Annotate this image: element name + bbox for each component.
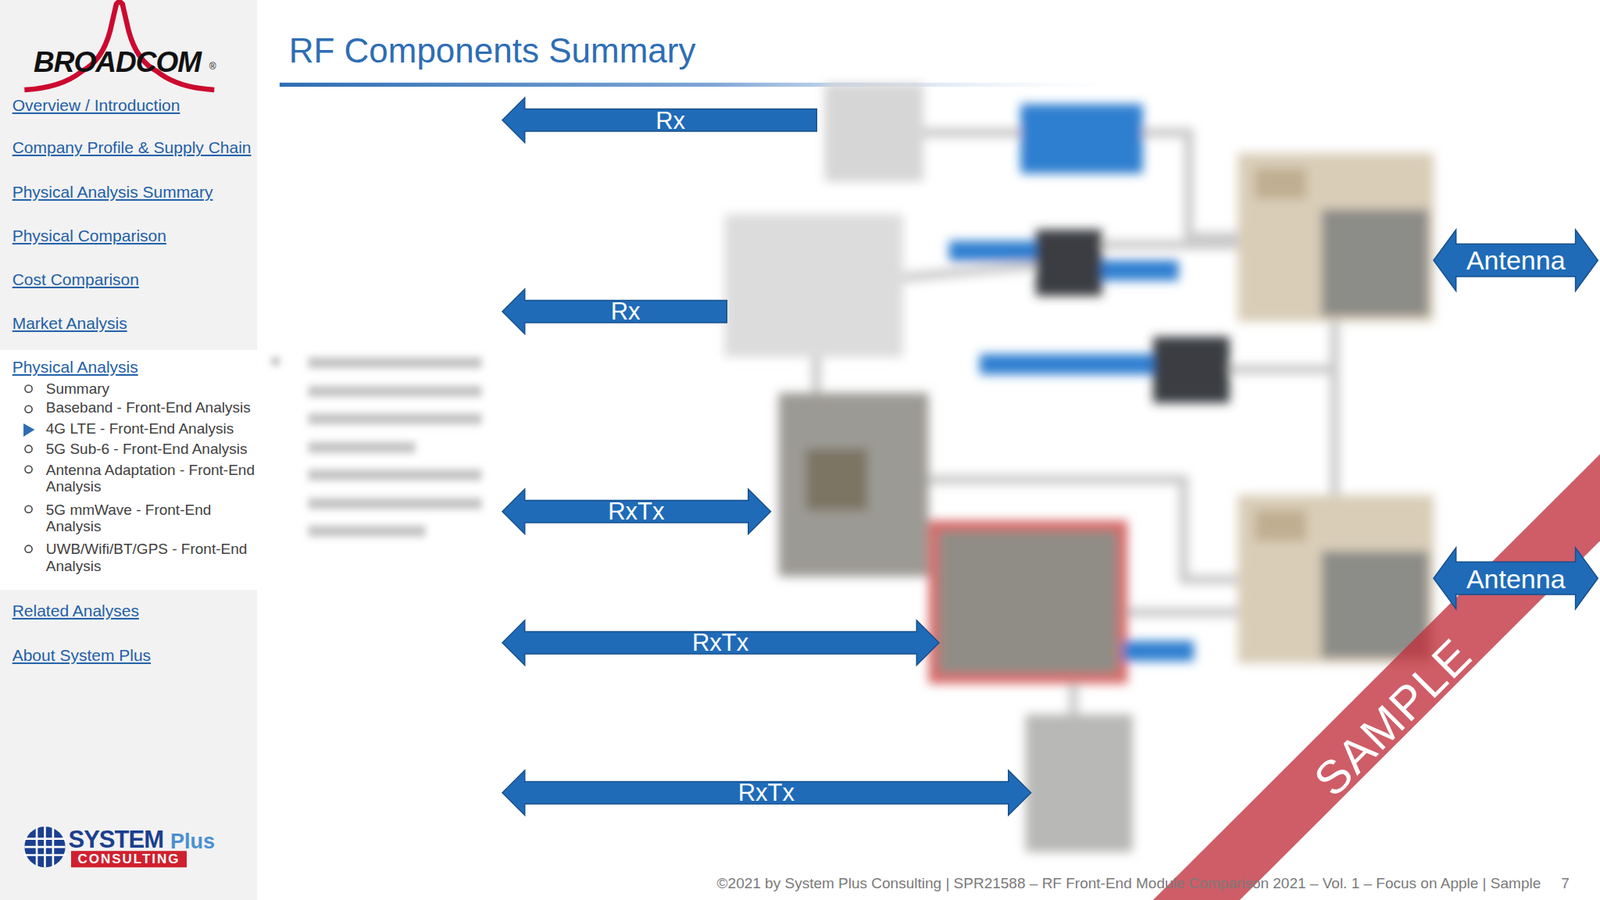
sidebar-panel <box>0 0 258 900</box>
nav-link: Physical Analysis <box>12 357 139 377</box>
footer-note: ©2021 by System Plus Consulting | SPR215… <box>717 875 1542 893</box>
arrow-label: RxTx <box>692 630 749 655</box>
blurred-text <box>271 357 482 537</box>
list-bullet <box>25 445 33 453</box>
arrow-body <box>502 97 817 143</box>
logo-wordmark: SYSTEM <box>68 825 164 854</box>
signal-arrow: Rx <box>502 289 727 334</box>
signal-arrow: RxTx <box>502 489 772 534</box>
logo-mark-symbol: ® <box>209 61 217 73</box>
logo-globe <box>24 826 65 868</box>
arrow-body <box>502 620 940 666</box>
slide-title: RF Components Summary <box>289 31 697 72</box>
sample-band <box>1153 453 1600 900</box>
arrow-body <box>502 289 727 335</box>
arrow-body <box>1433 547 1598 609</box>
nav-subitem: Baseband - Front-End Analysis <box>46 400 251 418</box>
nav-link: Related Analyses <box>12 601 140 621</box>
nav-link: Company Profile & Supply Chain <box>12 138 252 158</box>
signal-arrow: Rx <box>502 97 817 143</box>
watermark: SAMPLE <box>1303 627 1483 807</box>
arrow-body <box>502 770 1032 816</box>
logo-tagline: CONSULTING <box>71 850 186 868</box>
arrow-label: Antenna <box>1466 565 1566 593</box>
logo-wordmark: BROADCOM <box>33 45 201 79</box>
signal-arrow: Antenna <box>1433 547 1598 609</box>
nav-link: Overview / Introduction <box>12 95 181 115</box>
nav-subitem: 4G LTE - Front-End Analysis <box>46 420 234 438</box>
list-bullet <box>25 465 33 473</box>
arrow-label: Antenna <box>1466 246 1566 274</box>
title-underline <box>279 82 1147 87</box>
arrow-body <box>502 489 772 535</box>
signal-arrow: RxTx <box>502 620 940 665</box>
list-bullet <box>25 505 33 513</box>
list-bullet <box>25 385 33 393</box>
nav-subitem: Summary <box>46 380 110 398</box>
nav-link: Physical Analysis Summary <box>12 182 214 201</box>
list-bullet <box>25 545 33 553</box>
arrow-label: Rx <box>655 108 686 133</box>
nav-link: Cost Comparison <box>12 270 140 290</box>
nav-subitem: 5G Sub-6 - Front-End Analysis <box>46 440 248 458</box>
nav-subitem: 5G mmWave - Front-End Analysis <box>46 501 263 536</box>
list-bullet <box>25 405 33 413</box>
current-marker <box>23 423 35 437</box>
nav-link: About System Plus <box>12 645 151 665</box>
arrow-label: Rx <box>610 299 641 324</box>
signal-arrow: Antenna <box>1433 229 1598 291</box>
arrow-body <box>1433 229 1598 291</box>
nav-subitem: UWB/Wifi/BT/GPS - Front-End Analysis <box>46 541 263 576</box>
arrow-label: RxTx <box>738 780 795 805</box>
page-number: 7 <box>1560 875 1570 893</box>
nav-subitem: Antenna Adaptation - Front-End Analysis <box>46 461 263 497</box>
nav-link: Market Analysis <box>12 314 128 333</box>
logo-mark <box>24 2 215 90</box>
arrow-label: RxTx <box>607 499 665 524</box>
signal-arrow: RxTx <box>502 770 1032 815</box>
nav-link: Physical Comparison <box>12 226 167 246</box>
